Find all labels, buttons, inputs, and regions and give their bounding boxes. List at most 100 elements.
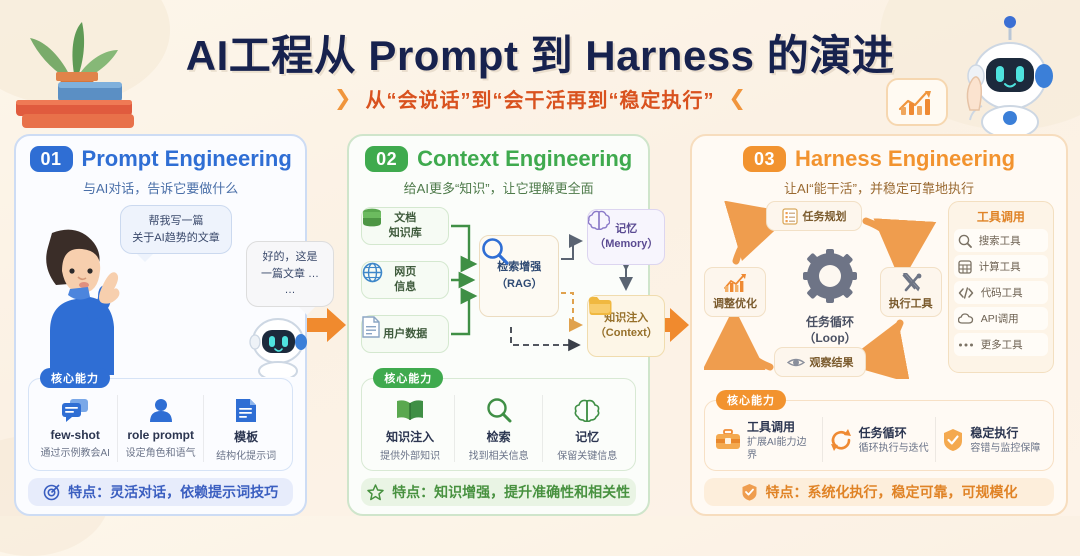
capability-name: 记忆 — [575, 430, 600, 444]
page-title: AI工程从 Prompt 到 Harness 的演进 — [185, 32, 895, 79]
capability-desc: 找到相关信息 — [468, 451, 529, 462]
code-brackets-icon — [958, 286, 974, 300]
ellipsis-icon — [958, 342, 974, 348]
source-node-web[interactable]: 网页信息 — [361, 261, 450, 299]
checklist-icon — [781, 207, 798, 225]
panel-2-footer: 特点：知识增强，提升准确性和相关性 — [361, 478, 636, 506]
gear-icon — [803, 249, 857, 303]
rag-line-2: （RAG） — [496, 278, 543, 290]
tools-panel: 工具调用 搜索工具 — [947, 201, 1054, 373]
user-bubble-line-1: 帮我写一篇 — [148, 215, 204, 227]
chart-up-icon — [724, 274, 746, 292]
loop-node-optimize[interactable]: 调整优化 — [704, 267, 766, 317]
context-line-2: （Context） — [594, 327, 658, 339]
loop-center-line-2: （Loop） — [803, 331, 857, 346]
plant-and-books-icon — [16, 22, 134, 128]
panel-3-capabilities: 核心能力 工具调用 扩展AI能力边界 — [704, 390, 1054, 471]
user-bubble-line-2: 关于AI趋势的文章 — [132, 231, 220, 244]
file-icon — [362, 316, 380, 338]
capability-stable-execution[interactable]: 稳定执行 容错与监控保障 — [935, 417, 1049, 462]
panel-1-number: 01 — [29, 146, 73, 172]
chevron-right-icon: ❯ — [333, 87, 352, 110]
panel-3-number: 03 — [742, 146, 786, 172]
capability-name: 模板 — [234, 430, 259, 444]
source-label: 网页信息 — [394, 266, 417, 293]
tool-item-api[interactable]: API调用 — [953, 307, 1048, 330]
context-node[interactable]: 知识注入 （Context） — [587, 295, 666, 357]
user-avatar-icon — [120, 395, 200, 425]
source-node-docs[interactable]: 文档知识库 — [361, 207, 450, 245]
rag-node[interactable]: 检索增强 （RAG） — [479, 235, 560, 317]
panel-context-engineering[interactable]: 02 Context Engineering 给AI更多“知识”，让它理解更全面 — [347, 134, 666, 516]
brain-icon — [588, 210, 611, 230]
magnifier-icon — [482, 238, 509, 265]
panel-1-footer: 特点：灵活对话，依赖提示词技巧 — [28, 478, 294, 506]
capability-name: 工具调用 — [747, 420, 796, 434]
user-speech-bubble: 帮我写一篇 关于AI趋势的文章 — [120, 205, 232, 262]
page-header: AI工程从 Prompt 到 Harness 的演进 ❯ 从“会说话”到“会干活… — [0, 0, 1080, 136]
star-icon — [367, 483, 384, 500]
tool-item-more[interactable]: 更多工具 — [953, 333, 1048, 356]
capability-name: few-shot — [50, 428, 100, 442]
capability-memory[interactable]: 记忆 保留关键信息 — [542, 395, 631, 462]
panels-container: 01 Prompt Engineering 与AI对话，告诉它要做什么 帮我写一… — [0, 134, 1080, 516]
panel-3-title: Harness Engineering — [794, 146, 1016, 171]
tools-panel-title: 工具调用 — [976, 210, 1025, 224]
capability-role-prompt[interactable]: role prompt 设定角色和语气 — [117, 395, 202, 462]
capability-desc: 设定角色和语气 — [125, 448, 196, 459]
panel-1-subtitle: 与AI对话，告诉它要做什么 — [83, 181, 239, 196]
arrow-gap-2 — [650, 134, 690, 516]
panel-2-flow-diagram: 文档知识库 网页信息 — [361, 203, 666, 371]
tool-label: 计算工具 — [978, 261, 1021, 273]
capability-template[interactable]: 模板 结构化提示词 — [202, 395, 288, 462]
document-lines-icon — [206, 395, 286, 425]
source-label: 文档知识库 — [388, 212, 422, 239]
capability-tool-calling[interactable]: 工具调用 扩展AI能力边界 — [709, 417, 822, 462]
capability-retrieval[interactable]: 检索 找到相关信息 — [453, 395, 543, 462]
bot-bubble-line-1: 好的，这是 — [262, 251, 318, 263]
tool-item-calculator[interactable]: 计算工具 — [953, 255, 1048, 278]
bot-speech-bubble: 好的，这是 一篇文章 … … — [246, 241, 334, 314]
tool-label: 搜索工具 — [978, 235, 1021, 247]
capability-few-shot[interactable]: few-shot 通过示例教会AI — [33, 395, 117, 462]
panel-1-capabilities: 核心能力 few-shot 通过示例教会AI — [28, 368, 294, 471]
database-icon — [363, 208, 382, 227]
source-node-userdata[interactable]: 用户数据 — [361, 315, 450, 353]
loop-node-observe[interactable]: 观察结果 — [774, 347, 866, 377]
loop-node-label: 观察结果 — [809, 357, 854, 369]
open-book-icon — [368, 395, 452, 425]
magnifier-icon — [958, 234, 972, 248]
memory-node[interactable]: 记忆 （Memory） — [587, 209, 666, 265]
capability-desc: 容错与监控保障 — [970, 443, 1041, 455]
robot-head-icon — [249, 318, 307, 377]
panel-harness-engineering[interactable]: 03 Harness Engineering 让AI“能干活”，并稳定可靠地执行 — [690, 134, 1068, 516]
loop-node-planning[interactable]: 任务规划 — [766, 201, 862, 231]
capability-knowledge-injection[interactable]: 知识注入 提供外部知识 — [366, 395, 454, 462]
loop-node-label: 执行工具 — [888, 298, 933, 310]
tool-item-code[interactable]: 代码工具 — [953, 281, 1048, 304]
panel-1-footer-text: 特点：灵活对话，依赖提示词技巧 — [68, 484, 279, 500]
loop-center: 任务循环 （Loop） — [790, 249, 870, 346]
chart-badge — [886, 78, 948, 126]
brain-icon — [545, 395, 629, 425]
target-dart-icon — [43, 483, 60, 500]
capability-name: 任务循环 — [858, 426, 907, 441]
context-line-1: 知识注入 — [604, 312, 649, 325]
panel-2-capabilities: 核心能力 知识注入 提供外部知识 — [361, 368, 636, 471]
panel-2-number: 02 — [365, 146, 409, 172]
capability-desc: 保留关键信息 — [557, 451, 618, 462]
loop-node-execute[interactable]: 执行工具 — [879, 267, 942, 317]
panel-prompt-engineering[interactable]: 01 Prompt Engineering 与AI对话，告诉它要做什么 帮我写一… — [14, 134, 334, 516]
tool-item-search[interactable]: 搜索工具 — [953, 229, 1048, 252]
page-subtitle: 从“会说话”到“会干活再到“稳定执行” — [365, 90, 715, 112]
panel-3-header: 03 Harness Engineering — [704, 146, 1054, 172]
folder-icon — [589, 297, 612, 315]
shield-check-icon — [742, 484, 756, 501]
loop-center-label: 任务循环 （Loop） — [790, 314, 870, 346]
capability-task-loop[interactable]: 任务循环 循环执行与迭代 — [821, 417, 936, 462]
person-pointing-icon — [46, 229, 120, 375]
memory-line-2: （Memory） — [594, 238, 659, 250]
flow-connectors — [451, 224, 634, 352]
capability-name: 知识注入 — [386, 430, 435, 444]
capability-desc: 提供外部知识 — [380, 451, 441, 462]
